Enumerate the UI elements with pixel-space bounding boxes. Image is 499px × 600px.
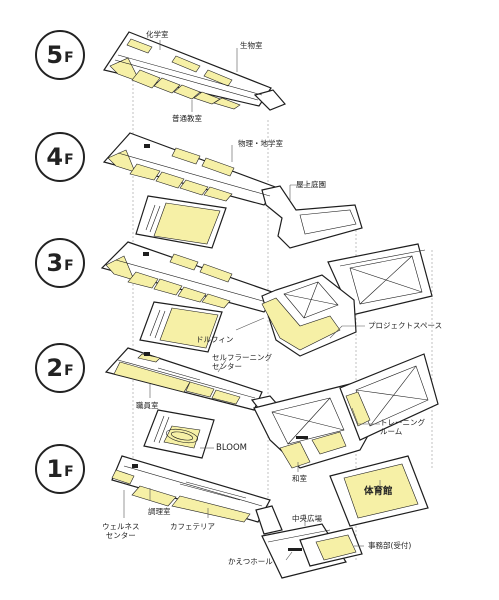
floor-badge-3f: 3 F	[35, 238, 85, 288]
floor-unit: F	[64, 152, 74, 168]
floor-4f-plan	[102, 132, 363, 249]
floor-number: 2	[46, 354, 64, 382]
floor-badge-5f: 5 F	[35, 30, 85, 80]
label-cafeteria: カフェテリア	[170, 522, 215, 531]
floor-number: 4	[46, 143, 64, 171]
label-japanese-room: 和室	[292, 474, 307, 483]
label-chemistry-room: 化学室	[146, 30, 169, 39]
floor-2f-plan	[104, 347, 439, 469]
floor-badge-4f: 4 F	[35, 132, 85, 182]
floor-5f-plan	[103, 31, 287, 111]
label-rooftop-garden: 屋上庭園	[296, 180, 326, 189]
floor-badge-1f: 1 F	[35, 444, 85, 494]
leader-lines	[123, 40, 381, 561]
floor-unit: F	[64, 363, 74, 379]
label-staff-room: 職員室	[136, 401, 159, 410]
label-wellness-center: ウェルネス センター	[102, 522, 140, 541]
label-biology-room: 生物室	[240, 41, 263, 50]
floor-number: 1	[46, 455, 64, 483]
label-physics-earth-room: 物理・地学室	[238, 139, 283, 148]
floor-badge-2f: 2 F	[35, 343, 85, 393]
label-dolphin: ドルフィン	[196, 335, 234, 344]
label-kaetsu-hall: かえつホール	[228, 557, 273, 566]
label-self-learning-center: セルフラーニング センター	[212, 353, 272, 372]
floor-3f-plan	[100, 241, 433, 357]
label-training-room: トレーニング ルーム	[380, 418, 425, 437]
floor-unit: F	[64, 258, 74, 274]
floor-1f-plan	[111, 455, 429, 579]
floor-number: 5	[46, 41, 64, 69]
label-general-classroom: 普通教室	[172, 114, 202, 123]
floor-number: 3	[46, 249, 64, 277]
label-project-space: プロジェクトスペース	[368, 321, 443, 330]
label-office: 事務部(受付)	[368, 541, 412, 550]
floor-unit: F	[64, 50, 74, 66]
label-cooking-room: 調理室	[148, 507, 171, 516]
floor-unit: F	[64, 464, 74, 480]
label-bloom: BLOOM	[216, 443, 247, 453]
label-gymnasium: 体育館	[364, 486, 393, 497]
label-central-plaza: 中央広場	[292, 514, 322, 523]
